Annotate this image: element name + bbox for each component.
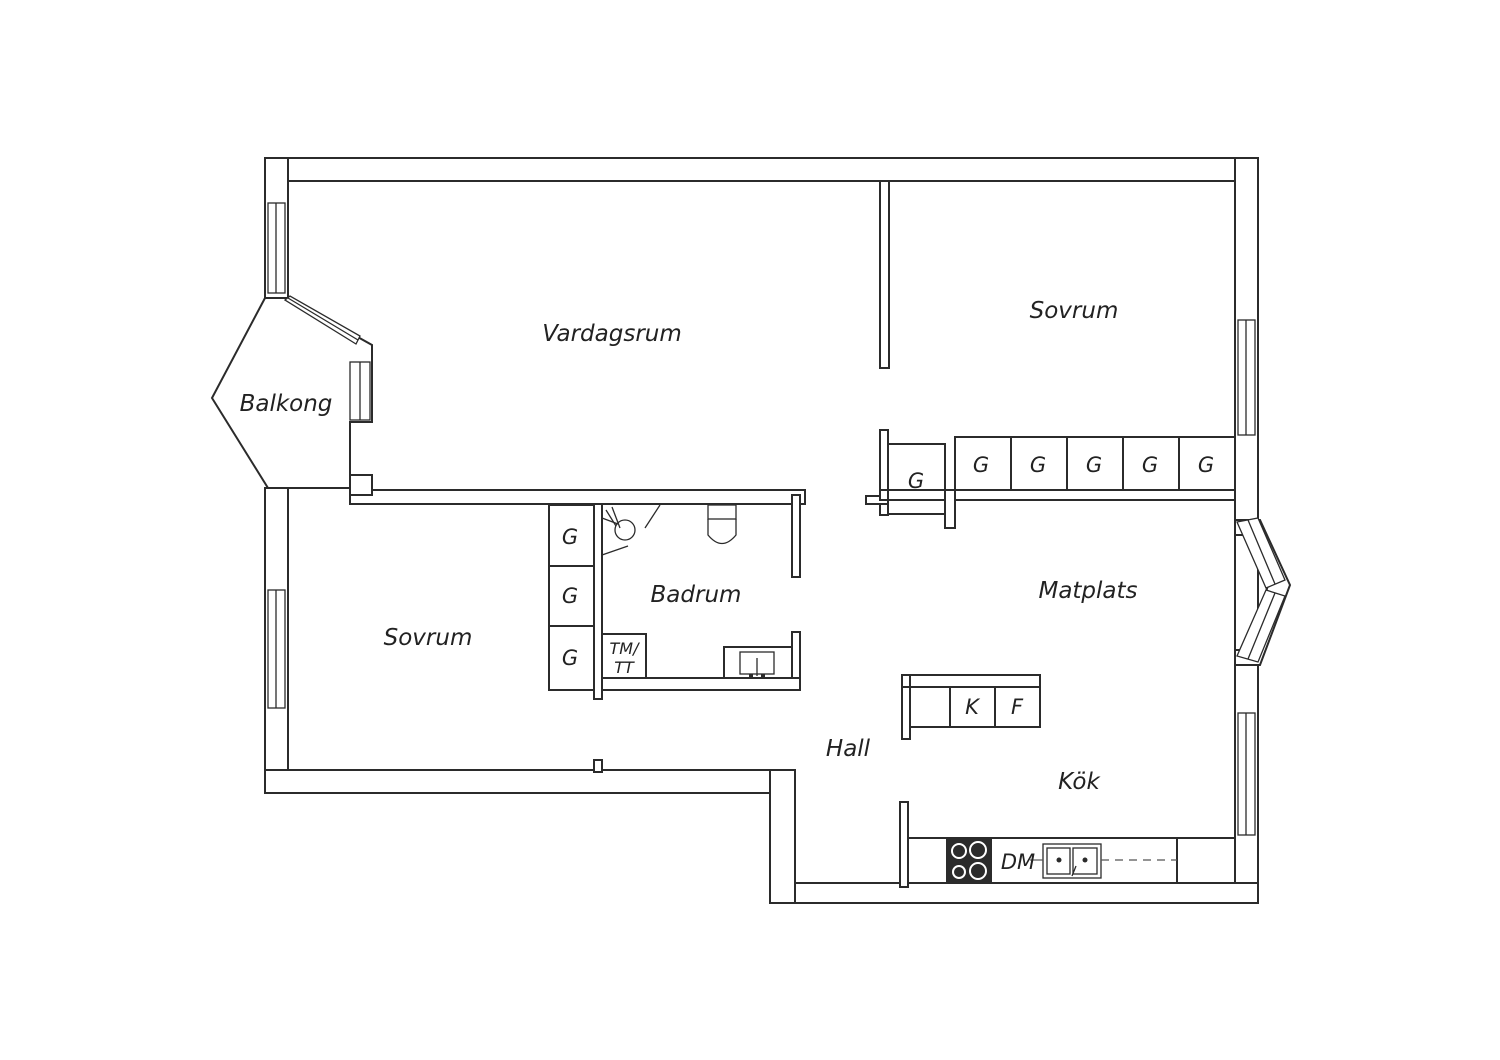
washer-label: TM/ — [610, 639, 641, 658]
wardrobes-left — [548, 504, 595, 691]
room-label-badrum: Badrum — [651, 582, 742, 608]
outer-walls — [264, 157, 1259, 904]
room-label-sovrum-top: Sovrum — [1030, 298, 1119, 324]
wardrobe-label: G — [973, 453, 989, 477]
kitchen-sink-icon — [1042, 843, 1102, 879]
dishwasher-label: DM — [1001, 850, 1035, 874]
room-label-balkong: Balkong — [240, 391, 333, 417]
wardrobe-label: G — [562, 584, 578, 608]
room-label-kok: Kök — [1058, 769, 1101, 795]
wardrobe-label: G — [1198, 453, 1214, 477]
room-label-hall: Hall — [826, 736, 871, 762]
toilet-icon — [707, 504, 737, 545]
room-label-matplats: Matplats — [1038, 578, 1137, 604]
balkong — [210, 295, 373, 489]
bathroom-sink-icon — [723, 646, 793, 679]
room-label-vardagsrum: Vardagsrum — [542, 321, 682, 347]
wardrobe-label: G — [562, 646, 578, 670]
window-sovrum-right — [1237, 319, 1256, 436]
wardrobes-top — [887, 436, 1236, 515]
kitchen-counter — [907, 837, 1236, 884]
window-kok-right — [1237, 712, 1256, 836]
wardrobe-label: G — [1142, 453, 1158, 477]
window-sovrum-left — [267, 589, 286, 709]
room-label-sovrum-left: Sovrum — [384, 625, 473, 651]
bathroom-fixtures: TM/ TT — [601, 504, 793, 679]
windows — [267, 202, 1292, 836]
dryer-label: TT — [614, 658, 635, 677]
wardrobe-label: G — [1030, 453, 1046, 477]
wardrobe-label: G — [562, 525, 578, 549]
wardrobe-label: G — [908, 469, 924, 493]
washer-dryer — [601, 633, 647, 679]
shower-icon — [601, 504, 661, 556]
fridge-freezer-unit — [901, 674, 1041, 740]
stove-icon — [946, 838, 992, 883]
freezer-label: F — [1011, 695, 1024, 719]
fridge-label: K — [965, 695, 981, 719]
window-vardagsrum-left — [267, 202, 286, 294]
wardrobe-label: G — [1086, 453, 1102, 477]
window-matplats-bay — [1234, 517, 1292, 666]
